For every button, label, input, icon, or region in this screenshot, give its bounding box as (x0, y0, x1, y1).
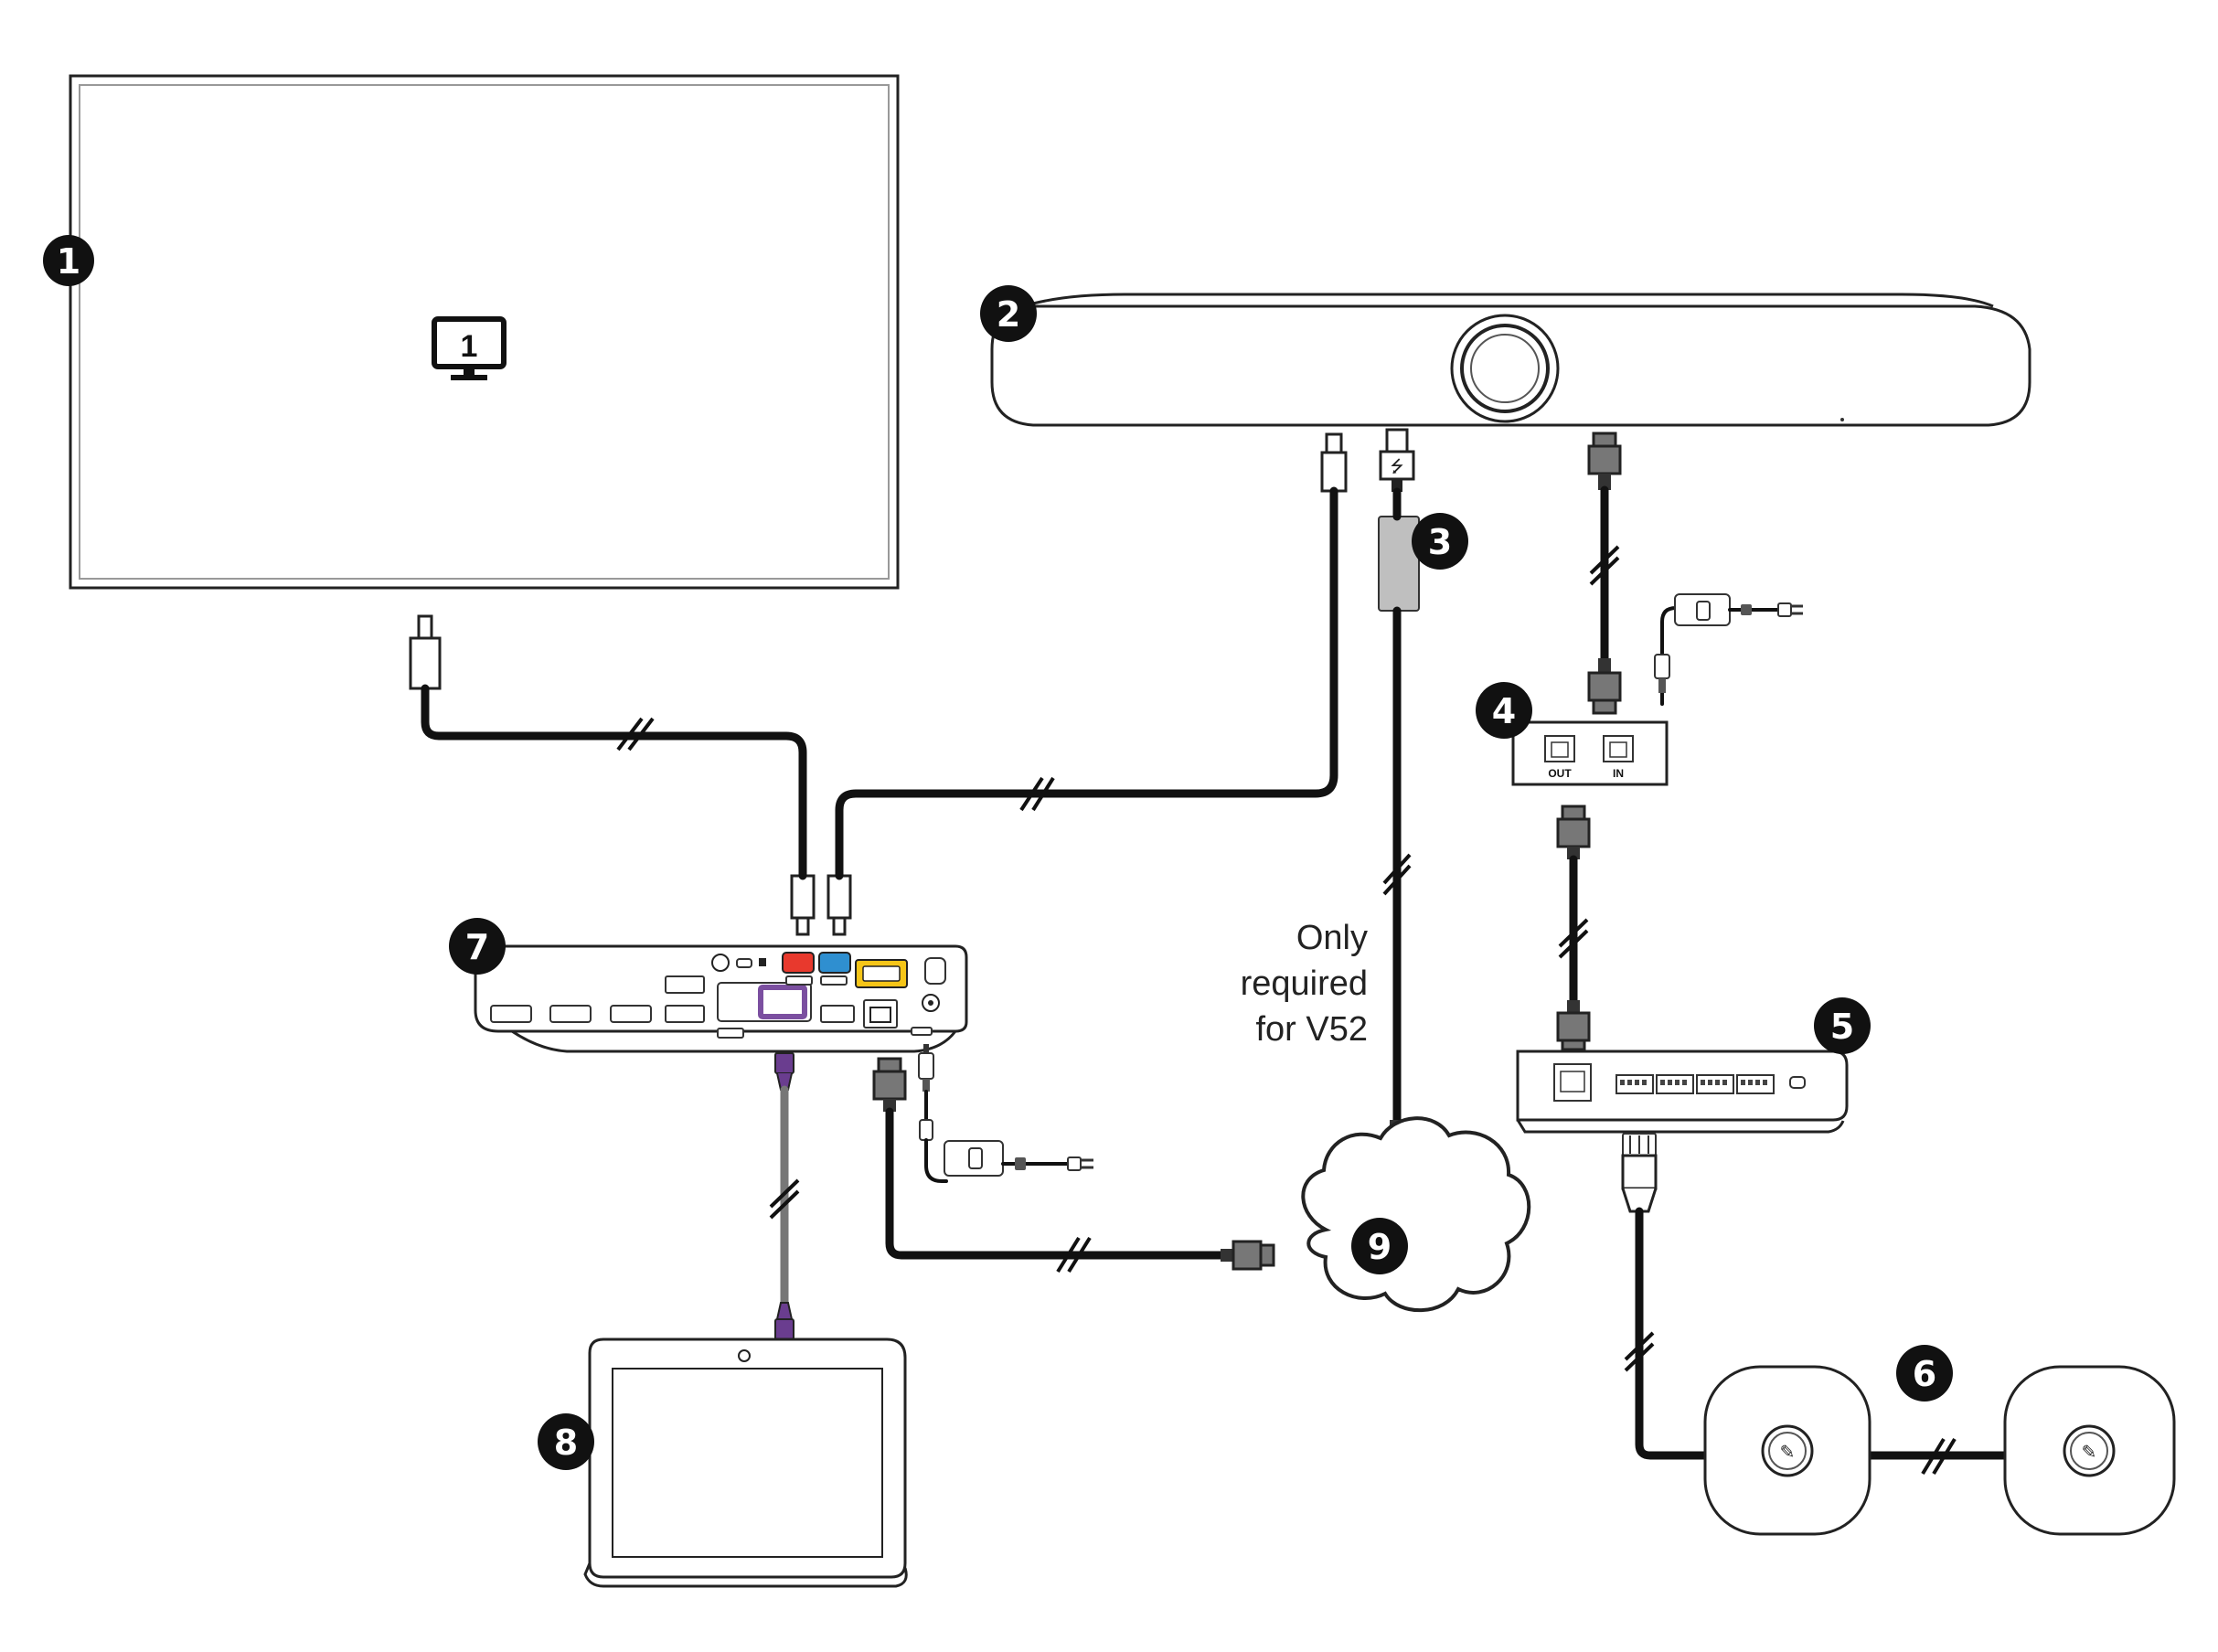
pc-network-cable (872, 1057, 1275, 1274)
injector-in-label: IN (1613, 767, 1624, 780)
note-line-2: required (1241, 965, 1368, 1003)
microphone-mute-icon: ✎ (1780, 1443, 1796, 1463)
monitor-icon: 1 (432, 316, 507, 380)
svg-text:3: 3 (1428, 522, 1452, 562)
badge-9: 9 (1351, 1218, 1408, 1274)
purple-port (758, 985, 807, 1019)
display: 1 (69, 74, 900, 690)
blue-port (818, 952, 851, 974)
compute-top-plugs (790, 874, 852, 936)
video-bar-connectors: ⭍ (1320, 428, 1622, 493)
injector-out-label: OUT (1548, 767, 1572, 780)
note-line-3: for V52 (1255, 1010, 1368, 1049)
microphone-1: ✎ (1703, 1365, 1871, 1536)
red-port (782, 952, 815, 974)
injector-port-out: OUT (1544, 735, 1575, 780)
v52-note: Only required for V52 (1241, 919, 1368, 1049)
svg-text:2: 2 (997, 294, 1020, 335)
badge-8: 8 (538, 1413, 594, 1470)
svg-text:8: 8 (554, 1423, 578, 1463)
pc-power-adapter (918, 1044, 1093, 1183)
video-bar (990, 293, 2031, 427)
badge-6: 6 (1896, 1345, 1953, 1402)
network-switch (1516, 1050, 1849, 1134)
note-line-1: Only (1296, 919, 1368, 957)
switch-mic-cable (1621, 1133, 2011, 1476)
usb-extender (1378, 487, 1420, 612)
usb-icon: ⭍ (1391, 457, 1404, 475)
touch-panel (583, 1338, 908, 1588)
cloud-icon (1301, 1116, 1531, 1313)
injector-top-plug (1587, 658, 1622, 715)
svg-text:4: 4 (1492, 691, 1516, 731)
svg-text:1: 1 (57, 241, 80, 282)
injector-switch-cable (1556, 805, 1591, 1051)
svg-text:6: 6 (1913, 1354, 1936, 1394)
svg-text:5: 5 (1830, 1007, 1854, 1047)
badge-7: 7 (449, 918, 506, 975)
badge-4: 4 (1476, 682, 1532, 739)
badge-3: 3 (1412, 513, 1468, 570)
badge-2: 2 (980, 285, 1037, 342)
injector-power-adapter (1654, 593, 1803, 706)
poe-injector: OUT IN (1511, 720, 1669, 786)
microphone-mute-icon: ✎ (2082, 1443, 2097, 1463)
svg-text:9: 9 (1368, 1227, 1392, 1267)
badge-5: 5 (1814, 997, 1871, 1054)
compute-unit (474, 944, 968, 1053)
badge-1: 1 (43, 235, 94, 286)
svg-text:7: 7 (465, 927, 489, 967)
touch-panel-cable (769, 1052, 800, 1340)
monitor-icon-label: 1 (461, 329, 478, 364)
microphone-2: ✎ (2003, 1365, 2176, 1536)
injector-port-in: IN (1603, 735, 1634, 780)
